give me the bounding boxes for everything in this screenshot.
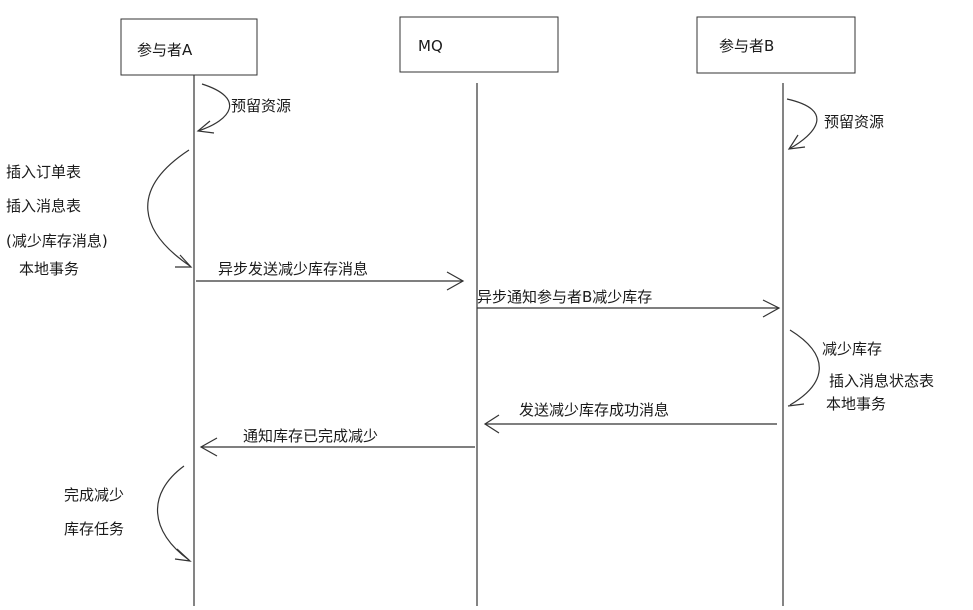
note-a-done-line2: 库存任务 (64, 520, 124, 538)
note-a-tx-line2: 插入消息表 (6, 197, 81, 215)
note-b-tx-line1: 减少库存 (822, 340, 882, 358)
message-a-to-mq-label: 异步发送减少库存消息 (218, 260, 368, 278)
self-loop-a-reserve (196, 83, 231, 134)
message-mq-to-a (199, 437, 475, 457)
message-mq-to-b (477, 299, 781, 318)
note-a-tx-line3: (减少库存消息) (6, 232, 108, 250)
participant-a: 参与者A (120, 18, 258, 76)
self-loop-a-transaction (147, 149, 193, 268)
note-a-tx-line1: 插入订单表 (6, 163, 81, 181)
message-b-to-mq-label: 发送减少库存成功消息 (519, 401, 669, 419)
note-a-tx-line4: 本地事务 (19, 260, 79, 278)
note-a-reserve: 预留资源 (231, 97, 291, 115)
participant-mq: MQ (399, 16, 559, 73)
note-b-tx-line2: 插入消息状态表 (829, 372, 934, 390)
message-a-to-mq (196, 271, 465, 291)
note-b-tx-line3: 本地事务 (826, 395, 886, 413)
participant-b-label: 参与者B (719, 37, 774, 55)
note-b-reserve: 预留资源 (824, 113, 884, 131)
self-loop-b-transaction (787, 329, 820, 407)
note-a-done-line1: 完成减少 (64, 486, 124, 504)
message-b-to-mq (483, 414, 777, 434)
participant-mq-label: MQ (418, 37, 443, 55)
participant-a-label: 参与者A (137, 41, 193, 59)
message-mq-to-b-label: 异步通知参与者B减少库存 (477, 288, 652, 306)
self-loop-a-complete (157, 465, 192, 562)
message-mq-to-a-label: 通知库存已完成减少 (243, 427, 378, 445)
self-loop-b-reserve (786, 98, 818, 150)
participant-b: 参与者B (696, 16, 856, 74)
